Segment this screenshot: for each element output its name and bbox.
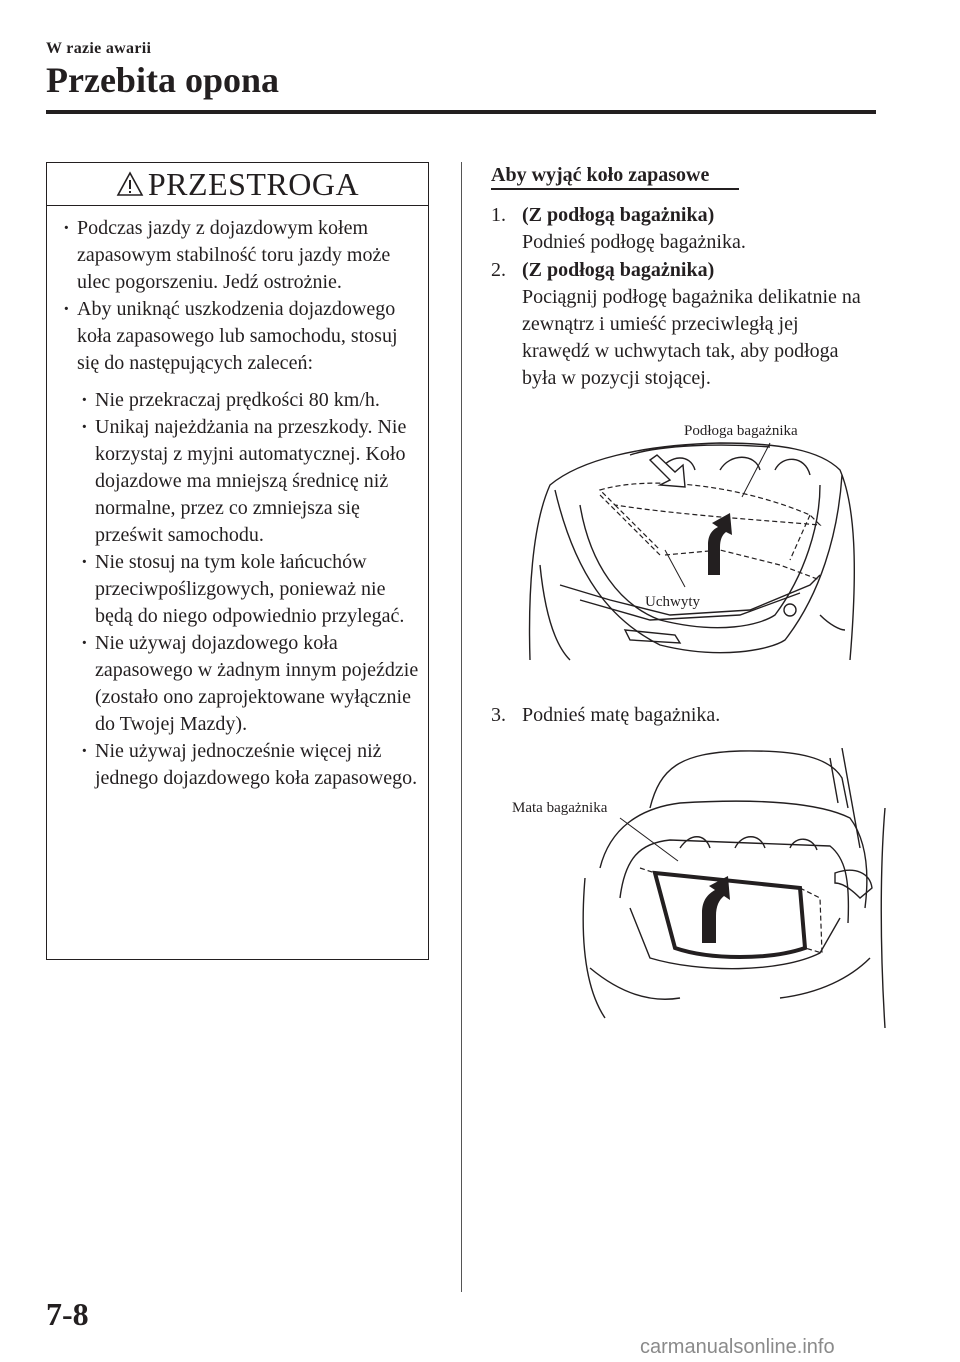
trunk-mat-illustration	[582, 748, 886, 1028]
step-number: 3.	[491, 704, 506, 726]
label-holders: Uchwyty	[645, 594, 700, 610]
label-trunk-mat: Mata bagażnika	[512, 800, 608, 816]
caution-item: Podczas jazdy z dojazdowym kołem zapasow…	[61, 215, 421, 296]
section-label: W razie awarii	[46, 40, 152, 57]
column-divider	[461, 162, 462, 1292]
caution-subitem: Nie stosuj na tym kole łańcuchów przeciw…	[79, 549, 421, 630]
step-text: Pociągnij podłogę bagażnika delikatnie n…	[522, 286, 861, 389]
caution-subitem: Nie używaj jednocześnie więcej niż jedne…	[79, 738, 421, 792]
caution-subitem: Unikaj najeżdżania na przeszkody. Nie ko…	[79, 414, 421, 549]
step-text: Podnieś matę bagażnika.	[522, 704, 721, 726]
label-trunk-floor: Podłoga bagażnika	[684, 423, 798, 439]
warning-triangle-icon	[116, 171, 144, 196]
step-1: 1. (Z podłogą bagażnika) Podnieś podłogę…	[491, 202, 881, 256]
title-rule	[46, 110, 876, 114]
caution-sublist: Nie przekraczaj prędkości 80 km/h. Unika…	[61, 387, 421, 792]
page-number: 7-8	[46, 1296, 89, 1332]
step-3: 3. Podnieś matę bagażnika.	[491, 702, 881, 729]
page-title: Przebita opona	[46, 60, 279, 100]
step-condition: (Z podłogą bagażnika)	[522, 259, 715, 281]
step-condition: (Z podłogą bagażnika)	[522, 204, 715, 226]
caution-subitem: Nie przekraczaj prędkości 80 km/h.	[79, 387, 421, 414]
caution-box: PRZESTROGA Podczas jazdy z dojazdowym ko…	[46, 162, 429, 960]
caution-item: Aby uniknąć uszkodzenia dojazdowego koła…	[61, 296, 421, 377]
caution-subitem: Nie używaj dojazdowego koła zapasowego w…	[79, 630, 421, 738]
watermark: carmanualsonline.info	[640, 1336, 835, 1358]
caution-body: Podczas jazdy z dojazdowym kołem zapasow…	[61, 215, 421, 792]
caution-title: PRZESTROGA	[147, 165, 360, 202]
step-2: 2. (Z podłogą bagażnika) Pociągnij podło…	[491, 257, 881, 392]
step-text: Podnieś podłogę bagażnika.	[522, 231, 746, 253]
trunk-floor-illustration	[528, 442, 856, 661]
procedure-heading-underline	[491, 188, 739, 190]
caution-header: PRZESTROGA	[47, 163, 428, 206]
step-number: 2.	[491, 259, 506, 281]
procedure-heading: Aby wyjąć koło zapasowe	[491, 164, 710, 186]
step-number: 1.	[491, 204, 506, 226]
